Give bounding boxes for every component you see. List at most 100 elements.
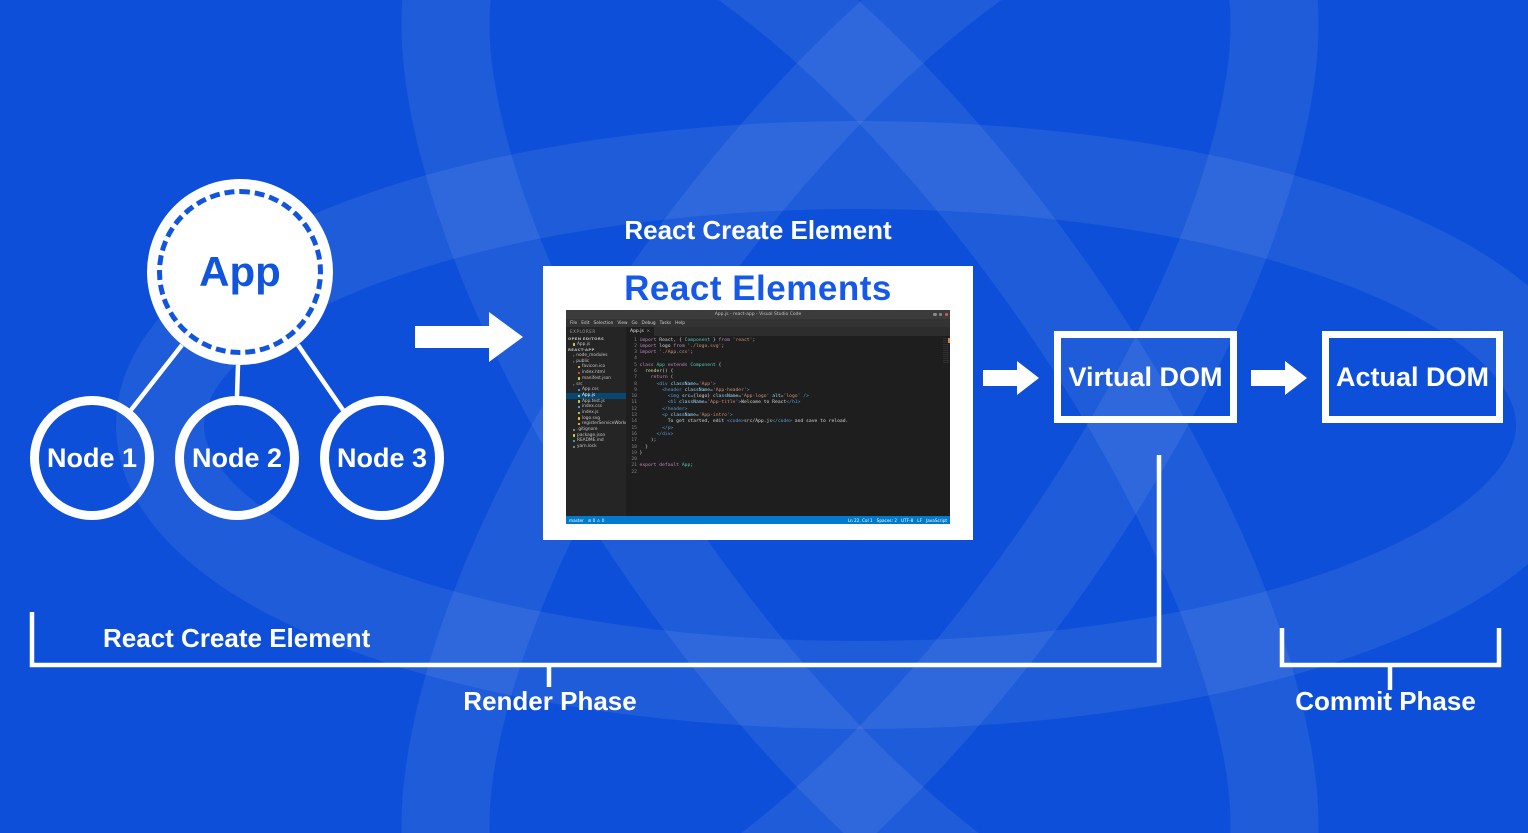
line-number: 14: [631, 419, 637, 425]
menu-item-view[interactable]: View: [617, 320, 628, 326]
line-number: 21: [631, 463, 637, 469]
status-segment[interactable]: master: [569, 517, 584, 523]
explorer-item[interactable]: index.html: [566, 370, 626, 376]
file-type-icon: [578, 366, 581, 369]
file-type-icon: [578, 394, 581, 397]
status-segment[interactable]: Ln 22, Col 1: [847, 517, 873, 523]
menu-item-edit[interactable]: Edit: [581, 320, 590, 326]
minimize-icon[interactable]: [933, 312, 937, 316]
line-number: 2: [634, 343, 637, 349]
explorer-section[interactable]: OPEN EDITORS: [566, 336, 626, 342]
explorer-item[interactable]: yarn.lock: [566, 444, 626, 450]
file-type-icon: [578, 405, 581, 409]
status-left[interactable]: master⊘ 0 ⚠ 0: [569, 518, 604, 523]
line-number: 19: [631, 450, 637, 456]
code-line: 15 </p>: [626, 426, 950, 432]
explorer-item[interactable]: logo.svg: [566, 416, 626, 422]
bracket-label-react-create-element: React Create Element: [103, 623, 371, 653]
app-dashed-ring: [157, 189, 323, 355]
explorer-item[interactable]: App.css: [566, 387, 626, 393]
line-number: 6: [634, 368, 637, 374]
vscode-titlebar: App.js - react-app - Visual Studio Code: [566, 310, 950, 319]
code-line: 14 To get started, edit <code>src/App.js…: [626, 419, 950, 425]
explorer-item[interactable]: ›node_modules: [566, 353, 626, 359]
file-type-icon: [578, 417, 581, 420]
tab-appjs[interactable]: App.js ×: [626, 327, 655, 336]
maximize-icon[interactable]: [939, 312, 943, 316]
virtual-dom-label: Virtual DOM: [1068, 361, 1223, 392]
explorer-header: EXPLORER: [570, 329, 596, 334]
code-line: 18 }: [626, 445, 950, 451]
explorer-item[interactable]: registerServiceWorker.js: [566, 421, 626, 427]
scrollbar-marker: [948, 338, 950, 343]
explorer-item-label: index.html: [581, 370, 605, 376]
caption-react-create-element: React Create Element: [624, 215, 892, 245]
code-line: 17 );: [626, 438, 950, 444]
explorer-section[interactable]: REACT-APP: [566, 347, 626, 353]
menu-item-help[interactable]: Help: [675, 320, 685, 326]
explorer-item[interactable]: App.js: [566, 392, 626, 399]
line-number: 1: [634, 337, 637, 343]
explorer-item-label: OPEN EDITORS: [568, 336, 605, 341]
explorer-item[interactable]: README.md: [566, 438, 626, 444]
status-segment[interactable]: Spaces: 2: [876, 517, 898, 523]
line-number: 9: [634, 387, 637, 393]
line-number: 7: [634, 375, 637, 381]
explorer-item[interactable]: ›public: [566, 359, 626, 365]
explorer-item[interactable]: package.json: [566, 433, 626, 439]
line-number: 8: [634, 381, 637, 387]
file-type-icon: [573, 445, 576, 449]
explorer-item[interactable]: .gitignore: [566, 427, 626, 433]
status-segment[interactable]: UTF-8: [901, 517, 914, 523]
line-number: 20: [631, 457, 637, 463]
explorer-item[interactable]: index.js: [566, 410, 626, 416]
explorer-item[interactable]: App.test.js: [566, 399, 626, 405]
tab-close-icon[interactable]: ×: [646, 329, 651, 334]
explorer-item[interactable]: index.css: [566, 404, 626, 410]
file-type-icon: [578, 377, 581, 380]
menu-item-file[interactable]: File: [570, 320, 578, 326]
file-type-icon: [573, 343, 576, 346]
minimap[interactable]: [943, 338, 949, 364]
line-number: 12: [631, 406, 637, 412]
explorer-item[interactable]: ›src: [566, 382, 626, 388]
explorer-item[interactable]: manifest.json: [566, 376, 626, 382]
file-type-icon: [573, 428, 576, 432]
vscode-window: App.js - react-app - Visual Studio Code …: [566, 310, 950, 524]
chevron-right-icon: ›: [573, 381, 575, 387]
arrow-vdom-to-adom: [1251, 361, 1307, 395]
status-segment[interactable]: JavaScript: [926, 517, 947, 523]
menu-item-go[interactable]: Go: [631, 320, 638, 326]
menu-item-debug[interactable]: Debug: [641, 320, 656, 326]
tree-node-2: Node 2: [175, 396, 299, 520]
render-phase-bracket: [29, 455, 1162, 668]
line-number: 13: [631, 413, 637, 419]
file-type-icon: [573, 434, 576, 437]
line-number: 17: [631, 438, 637, 444]
actual-dom-box: Actual DOM: [1322, 331, 1503, 423]
status-segment[interactable]: ⊘ 0 ⚠ 0: [587, 517, 605, 523]
explorer-item-label: yarn.lock: [576, 444, 597, 450]
menu-item-selection[interactable]: Selection: [593, 320, 614, 326]
arrow-tree-to-card: [415, 312, 523, 362]
status-segment[interactable]: LF: [917, 517, 922, 523]
explorer-item-label: App.test.js: [581, 398, 605, 404]
arrow-card-to-vdom: [983, 361, 1039, 395]
render-phase-label: Render Phase: [463, 686, 637, 716]
explorer-item[interactable]: App.js: [566, 342, 626, 348]
line-number: 11: [631, 400, 637, 406]
menu-item-tasks[interactable]: Tasks: [659, 320, 672, 326]
explorer-item-label: App.js: [576, 341, 591, 347]
explorer-item[interactable]: favicon.ico: [566, 364, 626, 370]
chevron-right-icon: ›: [573, 358, 575, 364]
close-icon[interactable]: [944, 312, 948, 316]
tree-node-3-label: Node 3: [336, 442, 428, 473]
line-number: 15: [631, 425, 637, 431]
